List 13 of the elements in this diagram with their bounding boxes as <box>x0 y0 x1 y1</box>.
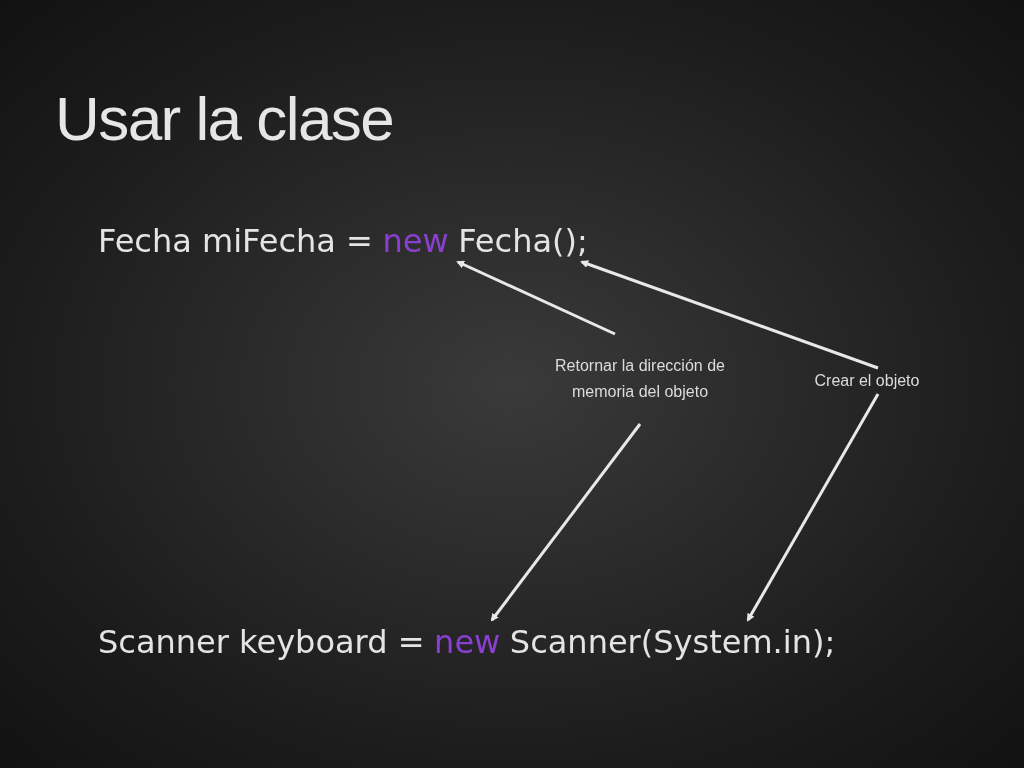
code-keyword: new <box>382 221 449 262</box>
annotation-text: Retornar la dirección de memoria del objeto <box>554 356 726 402</box>
arrow <box>580 260 879 370</box>
arrow <box>490 423 642 622</box>
slide-title: Usar la clase <box>55 88 394 150</box>
code-text: Fecha miFecha = <box>98 221 373 262</box>
annotation-text: Crear el objeto <box>814 371 920 391</box>
arrow <box>456 260 616 336</box>
code-text: Scanner keyboard = <box>98 622 425 663</box>
code-keyword: new <box>434 622 501 663</box>
arrow <box>746 393 880 622</box>
code-text: Scanner(System.in); <box>509 622 836 663</box>
code-text: Fecha(); <box>458 221 588 262</box>
